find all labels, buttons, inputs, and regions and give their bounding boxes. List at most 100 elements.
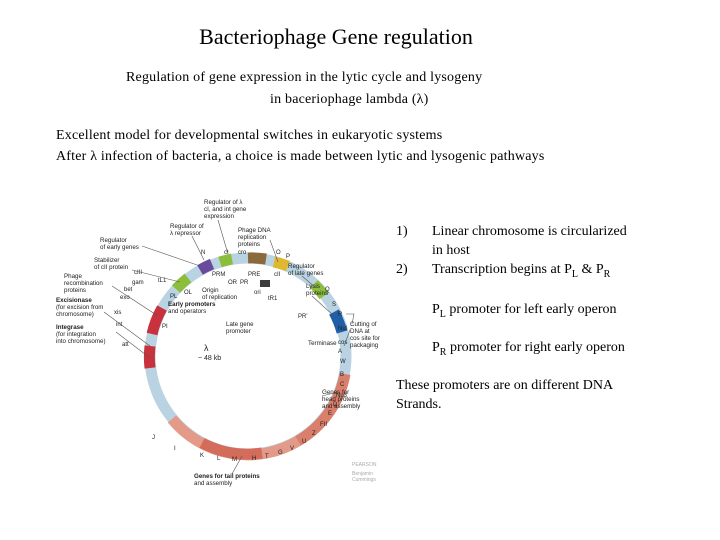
- watermark-cummings: Cummings: [352, 477, 376, 483]
- callout-early-prom-1: Early promoters: [168, 301, 216, 308]
- subtitle-line-2: in baceriophage lambda (λ): [270, 92, 429, 107]
- left-callouts: Regulator of early genes Stabilizer of c…: [56, 237, 139, 345]
- gene-label-C: C: [340, 382, 345, 388]
- list-item-2-number: 2): [396, 262, 408, 277]
- gene-label-O: O: [276, 250, 281, 256]
- center-label-lambda: λ: [204, 343, 209, 353]
- segment-N: [197, 258, 215, 275]
- pl-text: promoter for left early operon: [445, 302, 617, 317]
- gene-label-S: S: [332, 302, 336, 308]
- bottom-callouts: Genes for tail proteins and assembly: [194, 473, 260, 487]
- gene-label-H: H: [252, 456, 256, 462]
- list-item-2-text-a: Transcription begins at P: [432, 262, 572, 277]
- gene-label-I: I: [174, 446, 176, 452]
- callout-dna-rep-1: Phage DNA: [238, 227, 272, 234]
- callout-integrase-1: Integrase: [56, 324, 84, 331]
- callout-regulator-lambda-3: expression: [204, 213, 234, 220]
- center-label-size: ~ 48 kb: [198, 355, 221, 362]
- callout-excisionase-1: Excisionase: [56, 297, 92, 304]
- pr-promoter-note: PR promoter for right early operon: [432, 338, 625, 362]
- list-item-2-sub-a: L: [571, 268, 578, 280]
- gene-label-G: G: [278, 450, 283, 456]
- gene-label-int: int: [116, 322, 123, 328]
- slide-title: Bacteriophage Gene regulation: [199, 24, 473, 49]
- gene-label-bet: bet: [124, 287, 133, 293]
- subtitle-line-1: Regulation of gene expression in the lyt…: [126, 70, 483, 85]
- callout-tail-2: and assembly: [194, 480, 233, 487]
- segment-recombination: [146, 305, 167, 336]
- gene-label-U: U: [302, 439, 306, 445]
- leader-excisionase: [103, 311, 151, 347]
- watermark-pearson: PEARSON: [352, 462, 377, 468]
- callout-regulator-early-2: of early genes: [100, 244, 139, 251]
- gene-label-OR: OR: [228, 280, 238, 286]
- segment-cI: [218, 253, 234, 268]
- callout-origin-1: Origin: [202, 287, 219, 294]
- right-callouts: Regulator of late genes Lysis proteins C…: [288, 263, 380, 410]
- leader-regulator-lambda: [217, 219, 229, 255]
- gene-label-Z: Z: [312, 431, 316, 437]
- origin-marker: [260, 280, 270, 287]
- pr-text: promoter for right early operon: [446, 340, 625, 355]
- leader-regulator-cii: [191, 235, 205, 261]
- list-item-1-text-b: in host: [432, 243, 470, 258]
- leader-integrase: [115, 331, 151, 359]
- callout-early-prom-2: and operators: [168, 308, 206, 315]
- leader-cutting-bracket: [346, 313, 355, 325]
- gene-label-L: L: [217, 456, 221, 462]
- callout-late-prom-2: promoter: [226, 328, 251, 335]
- gene-label-Q: Q: [325, 287, 330, 293]
- publisher-watermark: PEARSON Benjamin Cummings: [352, 462, 377, 483]
- callout-regulator-early-1: Regulator: [100, 237, 127, 244]
- gene-letter-labels: cIII N cI O P cII Q S R Nul A W B C Nu3 …: [114, 250, 348, 463]
- callout-cutting-2: DNA at: [350, 328, 370, 335]
- callout-head-2: head proteins: [322, 396, 360, 403]
- segment-O-P: [272, 256, 290, 272]
- leader-tail: [231, 455, 243, 475]
- callout-origin-2: of replication: [202, 294, 238, 301]
- callout-regulator-lambda-2: cI, and int gene: [204, 206, 247, 213]
- leader-lines: [103, 219, 355, 475]
- gene-label-PR: PR: [240, 280, 249, 286]
- watermark-benjamin: Benjamin: [352, 471, 373, 477]
- list-item-2-sub-b: R: [603, 268, 611, 280]
- gene-label-R: R: [338, 312, 343, 318]
- gene-label-E: E: [328, 411, 332, 417]
- gene-label-N: N: [201, 250, 205, 256]
- callout-tail-1: Genes for tail proteins: [194, 473, 260, 480]
- callout-integrase-2: (for integration: [56, 331, 96, 338]
- callout-cutting-1: Cutting of: [350, 321, 377, 328]
- gene-label-D: D: [333, 402, 338, 408]
- gene-label-FII: FII: [320, 422, 327, 428]
- leader-cutting: [343, 329, 351, 347]
- callout-cutting-3: cos site for: [350, 335, 380, 342]
- gene-label-A: A: [338, 349, 342, 355]
- segment-cIII: [171, 273, 192, 293]
- leader-stabilizer: [131, 269, 181, 283]
- callout-integrase-3: into chromosome): [56, 338, 106, 345]
- callout-lysis-1: Lysis: [306, 283, 320, 290]
- strands-line-1: These promoters are on different DNA: [396, 378, 614, 393]
- gene-label-J: J: [152, 435, 155, 441]
- gene-label-cIII: cIII: [134, 270, 142, 276]
- gene-label-PRM: PRM: [212, 272, 225, 278]
- callout-recomb-1: Phage: [64, 273, 82, 280]
- leader-regulator-early: [141, 245, 201, 267]
- leader-head: [321, 391, 339, 397]
- callout-recomb-2: recombination: [64, 280, 103, 287]
- leader-dna-rep: [269, 239, 279, 263]
- gene-label-cos: cos: [338, 340, 347, 346]
- callout-excisionase-3: chromosome): [56, 311, 94, 318]
- callout-regulator-lambda-1: Regulator of λ: [204, 199, 243, 206]
- lambda-genome-diagram: λ ~ 48 kb Regulator of early genes Stabi…: [56, 199, 380, 487]
- gene-label-V: V: [290, 446, 294, 452]
- pl-sub: L: [439, 308, 446, 320]
- pl-main: P: [432, 302, 440, 317]
- strands-line-2: Strands.: [396, 397, 442, 412]
- gene-label-PRE: PRE: [248, 272, 260, 278]
- segment-head-genes: [295, 372, 351, 446]
- callout-regulator-cii-2: λ repressor: [170, 230, 201, 237]
- gene-label-gam: gam: [132, 280, 144, 286]
- gene-label-xis: xis: [114, 310, 121, 316]
- list-item-2-text: Transcription begins at PL & PR: [432, 260, 610, 284]
